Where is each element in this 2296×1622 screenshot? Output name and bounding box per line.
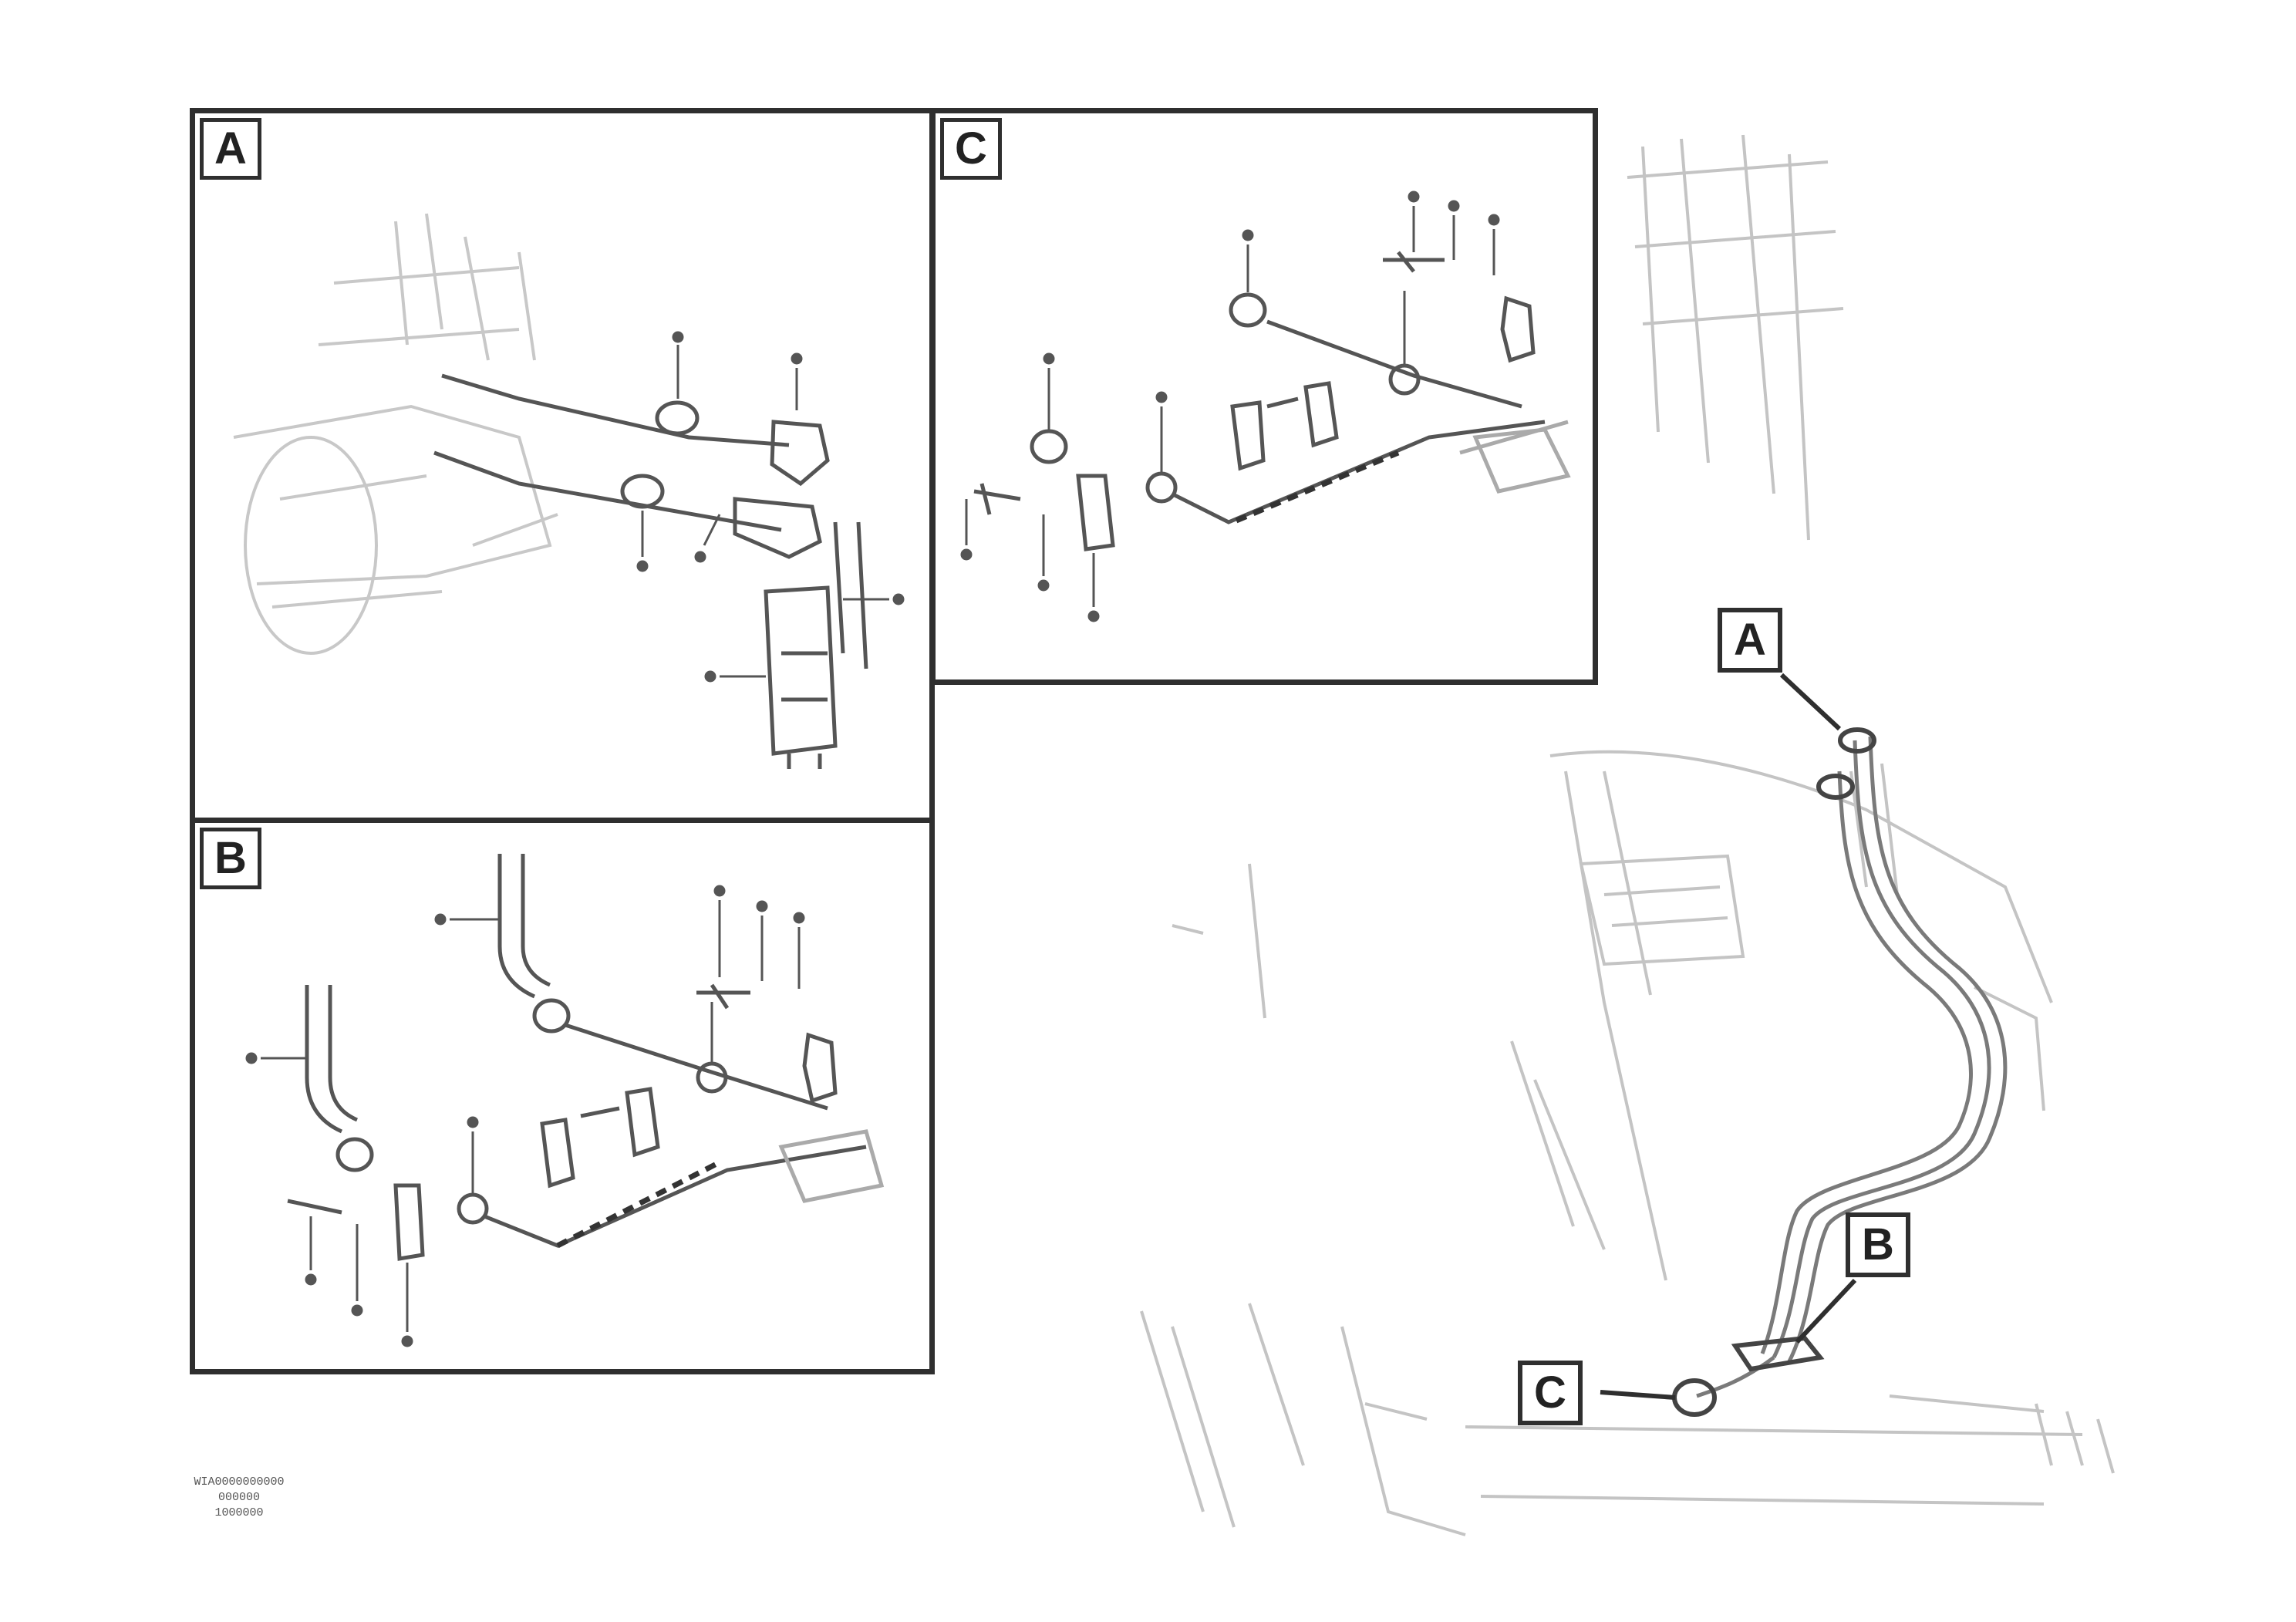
- callout-b: B: [1846, 1212, 1910, 1277]
- detail-b-drawing: [245, 854, 885, 1347]
- drawing-reference-line-1: WIA0000000000: [194, 1475, 285, 1489]
- detail-panel-b: B: [190, 818, 935, 1374]
- detail-panel-a: A: [190, 108, 935, 824]
- detail-a-drawing: [233, 213, 905, 769]
- panel-label-a: A: [200, 118, 261, 180]
- callout-a: A: [1718, 608, 1782, 673]
- panel-label-c: C: [940, 118, 1002, 180]
- panel-label-b: B: [200, 828, 261, 889]
- detail-panel-c: C: [930, 108, 1598, 685]
- drawing-reference-line-2: 000000: [217, 1491, 260, 1504]
- drawing-reference: WIA0000000000 000000 1000000: [158, 1475, 320, 1521]
- callout-c: C: [1518, 1361, 1583, 1425]
- drawing-reference-line-3: 1000000: [214, 1506, 264, 1519]
- detail-c-drawing: [960, 191, 1571, 622]
